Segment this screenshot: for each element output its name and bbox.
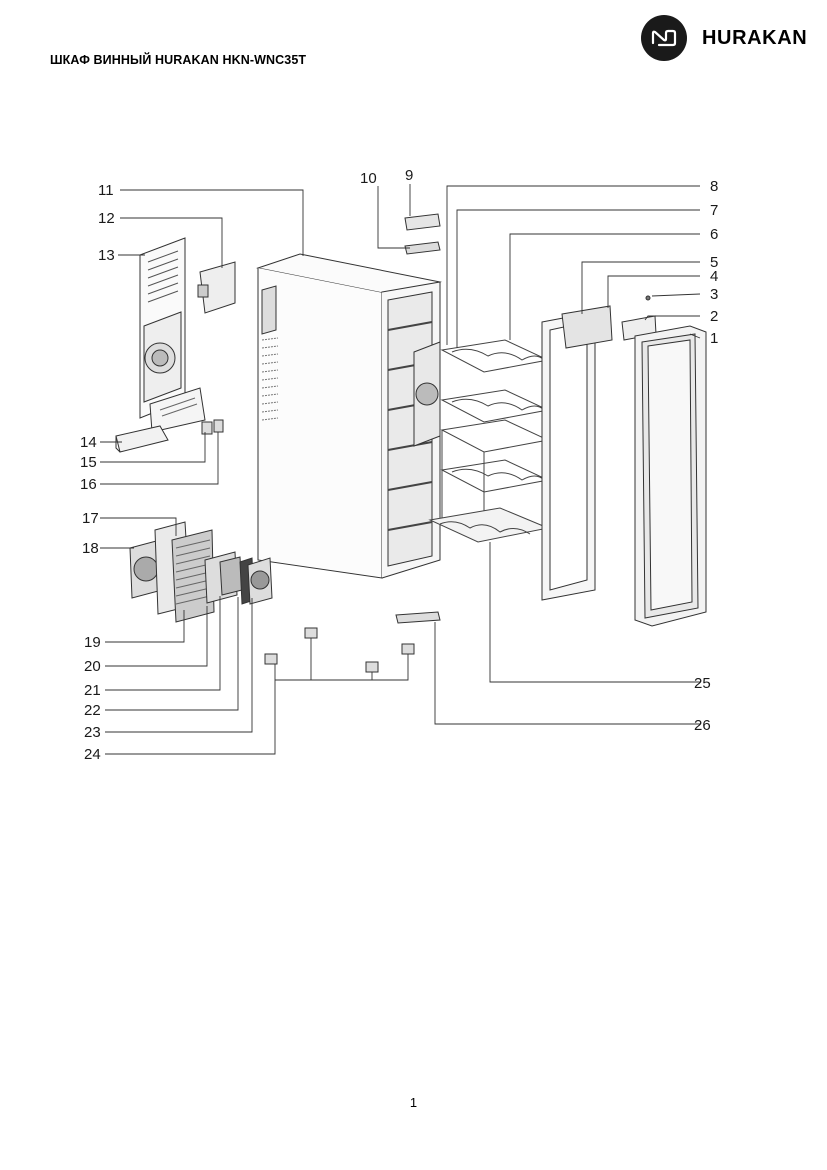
callout-18: 18: [82, 540, 99, 557]
brand-header: HURAKAN: [641, 15, 807, 61]
callout-5: 5: [710, 254, 718, 271]
callout-4: 4: [710, 268, 718, 285]
callout-20: 20: [84, 658, 101, 675]
callout-1: 1: [710, 330, 718, 347]
callout-24: 24: [84, 746, 101, 763]
wire-shelves: [428, 339, 550, 543]
callout-14: 14: [80, 434, 97, 451]
bracket-part: [201, 421, 213, 435]
callout-23: 23: [84, 724, 101, 741]
callout-19: 19: [84, 634, 101, 651]
display-module: [561, 305, 613, 349]
callout-12: 12: [98, 210, 115, 227]
callout-25: 25: [694, 675, 711, 692]
callout-3: 3: [710, 286, 718, 303]
rear-panel: [139, 237, 206, 433]
top-hinge: [404, 241, 441, 255]
callout-21: 21: [84, 682, 101, 699]
callout-15: 15: [80, 454, 97, 471]
callout-17: 17: [82, 510, 99, 527]
callout-13: 13: [98, 247, 115, 264]
clip-part: [213, 419, 224, 433]
document-title: ШКАФ ВИННЫЙ HURAKAN HKN-WNC35T: [50, 53, 307, 67]
callout-9: 9: [405, 167, 413, 184]
cooling-module: [129, 521, 273, 623]
callout-8: 8: [710, 178, 718, 195]
callout-labels: 11 12 13 14 15 16 17 18 19 20 21 22 23 2…: [80, 167, 718, 763]
drip-tray: [115, 425, 169, 453]
control-board: [199, 261, 236, 314]
bottom-hinge: [395, 611, 441, 624]
callout-7: 7: [710, 202, 718, 219]
callout-11: 11: [98, 182, 114, 199]
callout-6: 6: [710, 226, 718, 243]
screw-part: [645, 295, 651, 301]
brand-name: HURAKAN: [702, 26, 808, 49]
leader-lines: [100, 184, 701, 755]
callout-16: 16: [80, 476, 97, 493]
hinge-cover: [404, 213, 441, 231]
cabinet-body: [256, 253, 442, 579]
callout-26: 26: [694, 717, 711, 734]
page-number: 1: [409, 1095, 418, 1110]
callout-2: 2: [710, 308, 718, 325]
callout-10: 10: [360, 170, 377, 187]
hurakan-logo-icon: [641, 15, 687, 61]
callout-22: 22: [84, 702, 101, 719]
leveling-feet: [264, 627, 415, 673]
